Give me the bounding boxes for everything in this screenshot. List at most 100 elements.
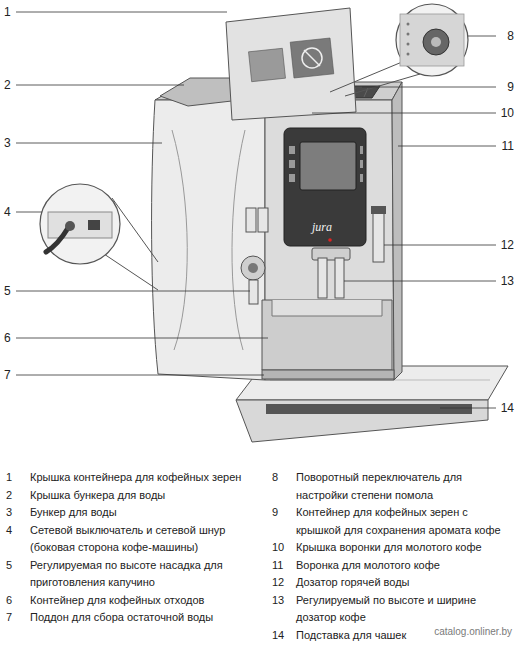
control-panel — [284, 128, 366, 246]
callout-number: 4 — [4, 204, 11, 220]
legend-number: 11 — [272, 557, 296, 575]
grounds-container-rim — [272, 300, 382, 316]
zoom-line — [330, 62, 402, 92]
callout-number: 6 — [4, 330, 11, 346]
legend-text: Воронка для молотого кофе — [296, 557, 514, 575]
bean-container-lid — [226, 8, 356, 120]
legend-number: 12 — [272, 574, 296, 592]
callout-number: 8 — [507, 28, 514, 44]
legend-row: 4Сетевой выключатель и сетевой шнур (бок… — [6, 522, 268, 557]
legend-text: Поддон для сбора остаточной воды — [30, 609, 268, 627]
tank-recess — [172, 130, 187, 350]
legend-row: 1Крышка контейнера для кофейных зерен — [6, 469, 268, 487]
callout-number: 10 — [501, 105, 514, 121]
legend-number: 1 — [6, 469, 30, 487]
panel-buttons — [289, 146, 363, 182]
callout-number: 11 — [502, 138, 514, 154]
legend-column: 1Крышка контейнера для кофейных зерен2Кр… — [6, 469, 268, 627]
lid-icon — [304, 50, 320, 66]
grinder-plate — [400, 14, 464, 66]
zoom-circle — [40, 184, 120, 264]
grounds-container — [262, 300, 392, 370]
zoom-line — [104, 254, 158, 290]
legend-number: 7 — [6, 609, 30, 627]
legend-row: 13Регулируемый по высоте и ширине дозато… — [272, 592, 514, 627]
nozzle-tube — [246, 208, 256, 232]
grinder-knob-center — [431, 37, 441, 47]
coffee-spout — [335, 258, 344, 298]
cup-platform — [236, 366, 508, 400]
callout-number: 13 — [501, 273, 514, 289]
legend-row: 11Воронка для молотого кофе — [272, 557, 514, 575]
legend-row: 8Поворотный переключатель для настройки … — [272, 469, 514, 504]
grinder-knob — [423, 29, 449, 55]
grinder-dots — [407, 23, 410, 56]
legend-number: 13 — [272, 592, 296, 610]
nozzle-dial — [241, 256, 265, 280]
legend-row: 6Контейнер для кофейных отходов — [6, 592, 268, 610]
legend-number: 2 — [6, 487, 30, 505]
coffee-spout — [318, 258, 327, 298]
cup-platform-front — [236, 400, 488, 442]
legend-number: 5 — [6, 557, 30, 575]
legend-text: Контейнер для кофейных зерен с крышкой д… — [296, 504, 514, 539]
legend-text: Сетевой выключатель и сетевой шнур (боко… — [30, 522, 268, 557]
legend-text: Крышка воронки для молотого кофе — [296, 539, 514, 557]
callout-number: 2 — [4, 77, 11, 93]
drip-tray — [262, 370, 394, 379]
legend-number: 3 — [6, 504, 30, 522]
brand-logo: jura — [312, 220, 332, 234]
legend-row: 10Крышка воронки для молотого кофе — [272, 539, 514, 557]
legend-text: Бункер для воды — [30, 504, 268, 522]
lid-sticker — [290, 38, 334, 78]
callout-number: 12 — [501, 237, 514, 253]
callout-number: 1 — [4, 4, 11, 20]
callout-number: 7 — [4, 367, 11, 383]
legend-number: 6 — [6, 592, 30, 610]
callout-number: 5 — [4, 283, 11, 299]
callout-number: 9 — [507, 79, 514, 95]
display — [300, 142, 356, 190]
switch-plate — [48, 212, 112, 238]
legend-row: 5Регулируемая по высоте насадка для приг… — [6, 557, 268, 592]
power-cord — [46, 228, 68, 252]
legend-text: Крышка бункера для воды — [30, 487, 268, 505]
hot-water-spout-cap — [371, 206, 386, 214]
platform-grille — [266, 404, 472, 414]
legend-number: 10 — [272, 539, 296, 557]
callout-number: 14 — [501, 400, 514, 416]
legend-number: 8 — [272, 469, 296, 487]
legend-row: 2Крышка бункера для воды — [6, 487, 268, 505]
legend-text: Дозатор горячей воды — [296, 574, 514, 592]
legend-text: Крышка контейнера для кофейных зерен — [30, 469, 268, 487]
zoom-line — [345, 74, 420, 96]
legend-text: Регулируемая по высоте насадка для приго… — [30, 557, 268, 592]
legend-row: 12Дозатор горячей воды — [272, 574, 514, 592]
legend-row: 9Контейнер для кофейных зерен с крышкой … — [272, 504, 514, 539]
zoom-circle — [396, 4, 468, 76]
cord-plug — [65, 221, 75, 231]
logo-dot — [328, 238, 332, 242]
legend-text: Регулируемый по высоте и ширине дозатор … — [296, 592, 514, 627]
power-switch — [88, 220, 100, 230]
machine-right-side — [392, 82, 402, 380]
nozzle-spout — [249, 280, 258, 304]
callout-number: 3 — [4, 135, 11, 151]
legend-text: Контейнер для кофейных отходов — [30, 592, 268, 610]
legend-row: 3Бункер для воды — [6, 504, 268, 522]
nozzle-dial-center — [248, 263, 258, 273]
nozzle-tube — [258, 208, 268, 232]
watermark: catalog.onliner.by — [434, 626, 512, 638]
legend-row: 7Поддон для сбора остаточной воды — [6, 609, 268, 627]
legend-number: 4 — [6, 522, 30, 540]
legend-text: Поворотный переключатель для настройки с… — [296, 469, 514, 504]
tank-recess — [232, 130, 245, 350]
hot-water-spout — [373, 208, 384, 262]
legend-number: 14 — [272, 627, 296, 645]
lid-sticker — [249, 48, 286, 81]
legend-column: 8Поворотный переключатель для настройки … — [272, 469, 514, 644]
leader-lines — [16, 12, 496, 408]
lid-icon — [302, 48, 322, 68]
